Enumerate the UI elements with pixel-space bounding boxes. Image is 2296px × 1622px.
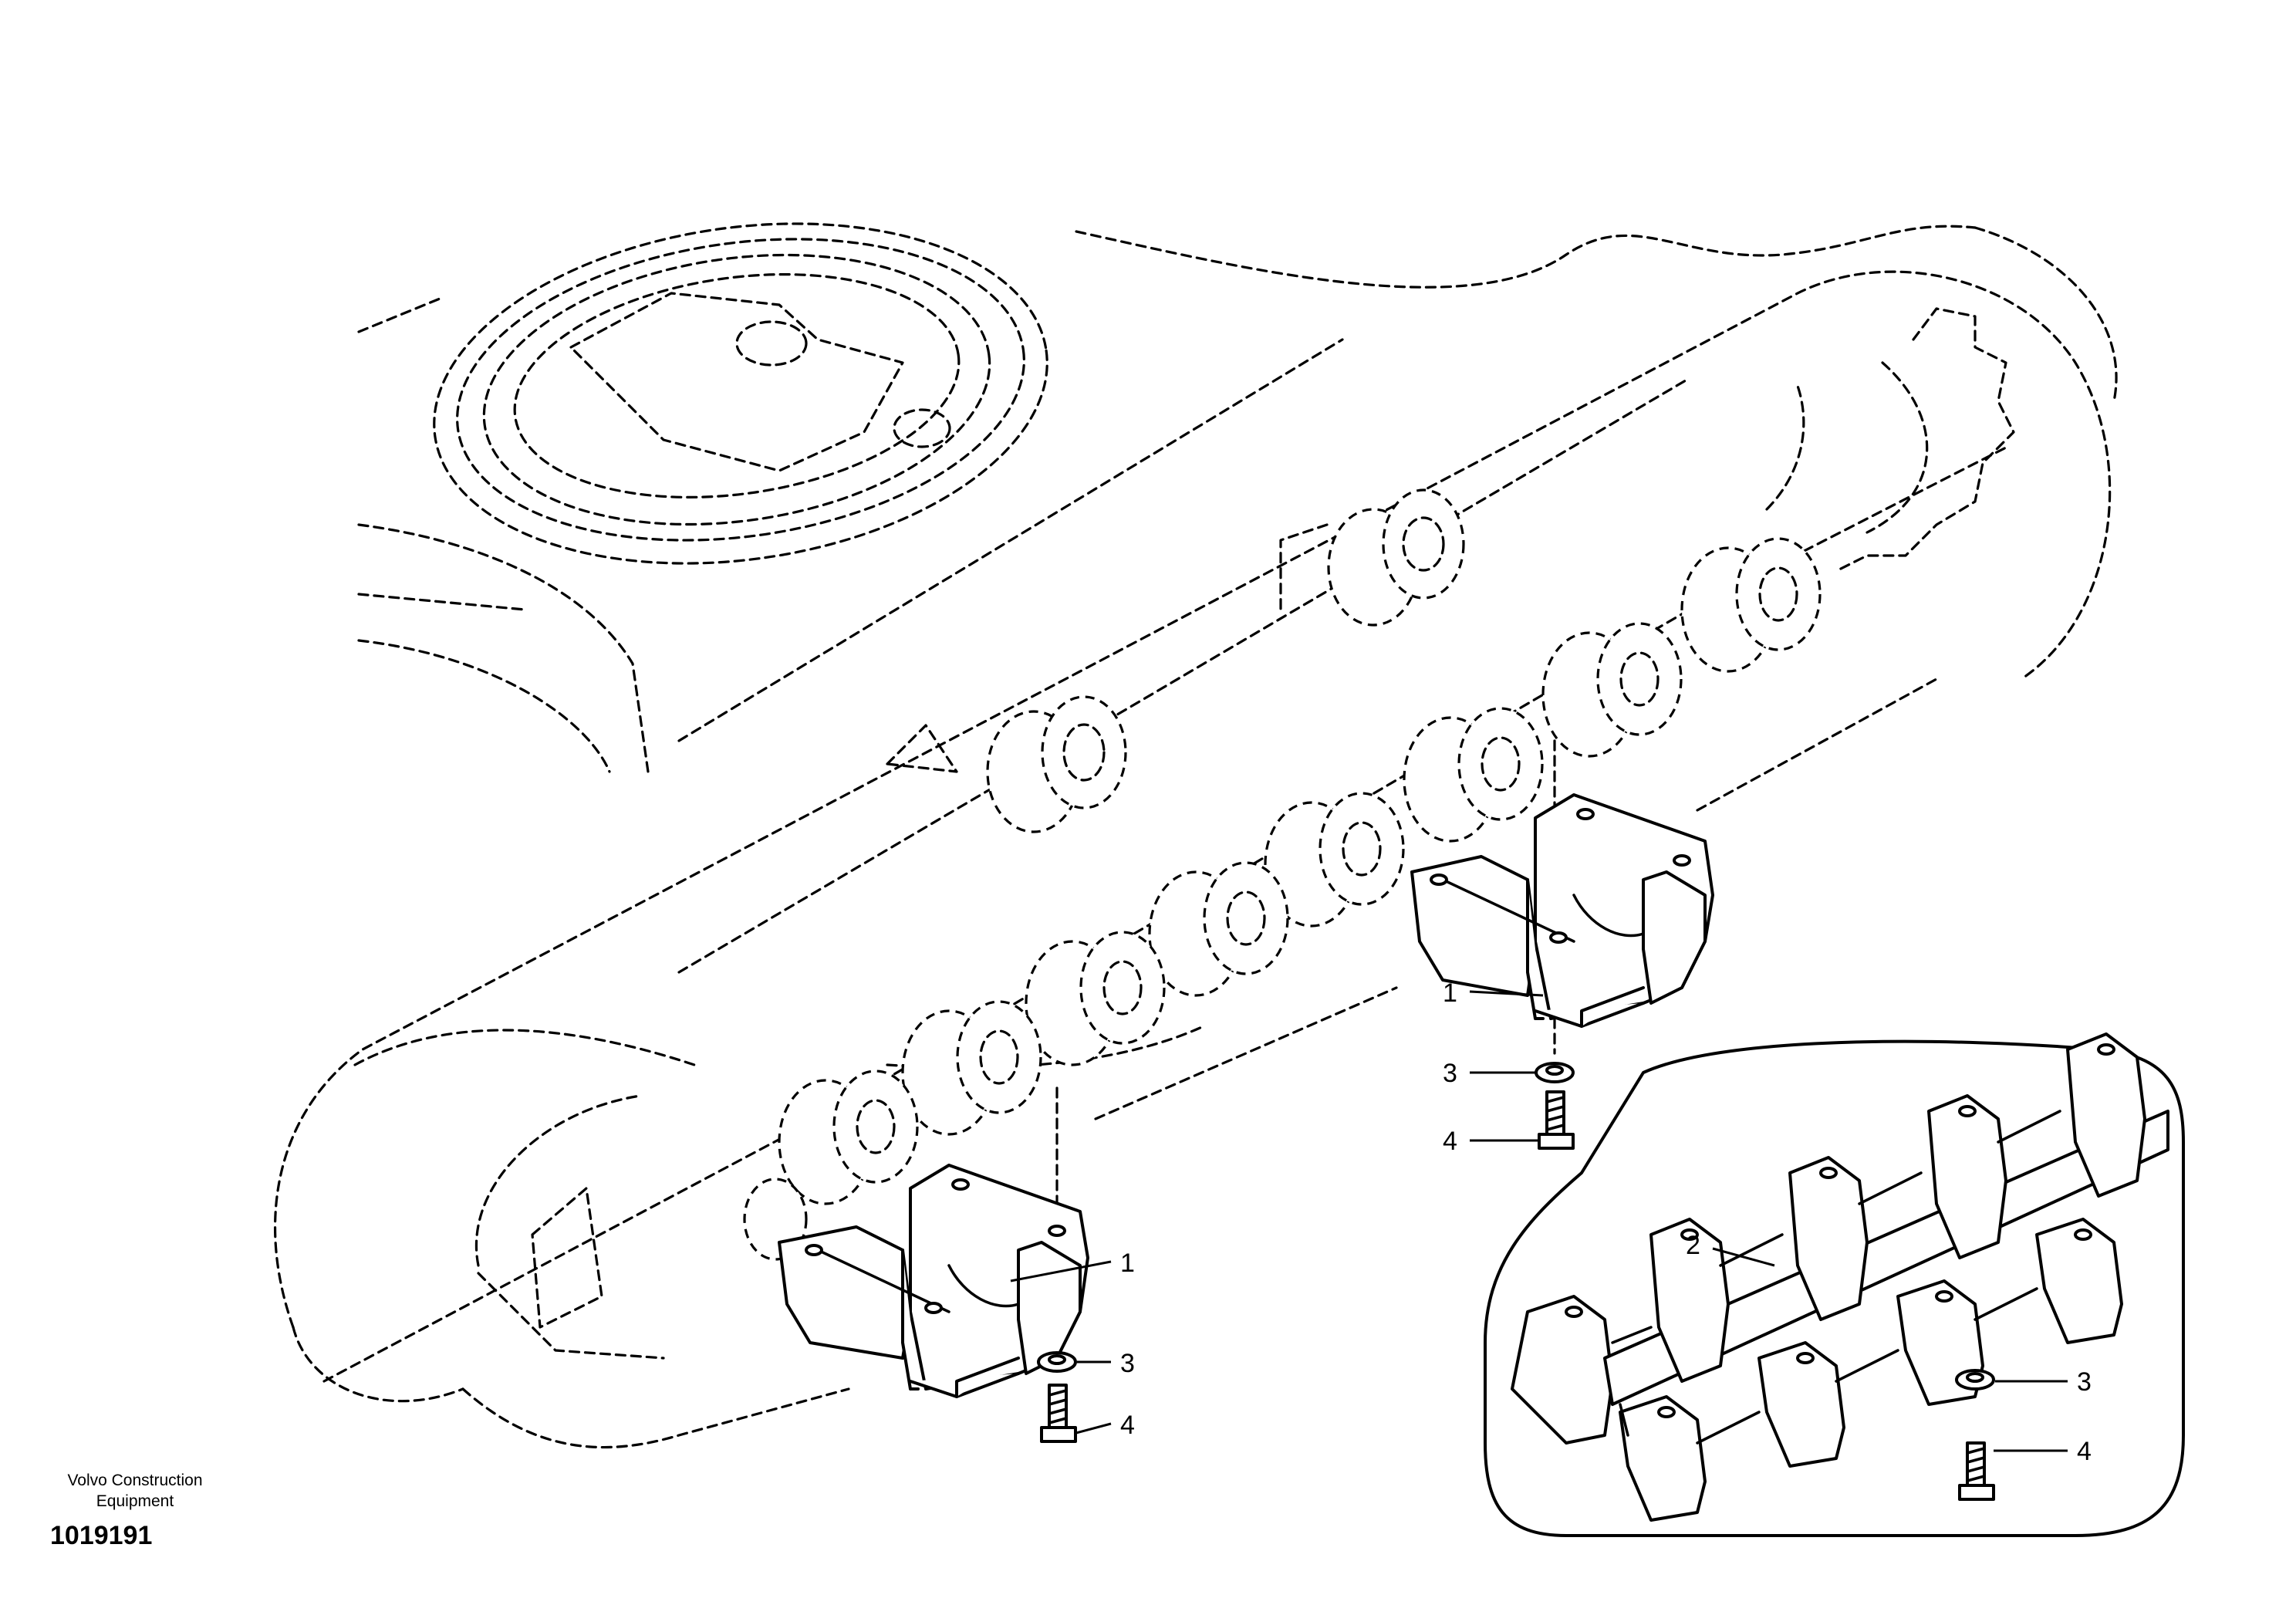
left-bolt	[1040, 1384, 1077, 1443]
leader-lines	[1010, 990, 2068, 1452]
callout-inset-washer: 3	[2077, 1367, 2092, 1397]
callout-inset-bolt: 4	[2077, 1437, 2092, 1466]
track-rollers	[743, 537, 1822, 1261]
callout-labels: 1 3 4 1 3 4 2 3 4	[1120, 978, 2092, 1466]
drawing-number: 1019191	[50, 1521, 153, 1550]
left-washer	[1037, 1351, 1077, 1373]
callout-inset-guard: 2	[1686, 1231, 1700, 1260]
carrier-roller-1	[1327, 488, 1465, 627]
callout-left-shield: 1	[1120, 1249, 1135, 1278]
manufacturer-label: Volvo Construction Equipment	[67, 1472, 203, 1510]
inset-bolt	[1958, 1441, 1995, 1501]
callout-left-bolt: 4	[1120, 1411, 1135, 1440]
undercarriage-phantom	[274, 222, 2118, 1449]
right-washer	[1535, 1062, 1575, 1083]
inset-washer	[1955, 1369, 1995, 1391]
right-bolt	[1538, 1090, 1575, 1150]
drawing-footer: Volvo Construction Equipment 1019191	[42, 1470, 228, 1551]
carrier-roller-2	[986, 695, 1127, 833]
right-roller-shield	[1410, 793, 1714, 1028]
callout-left-washer: 3	[1120, 1349, 1135, 1378]
callout-right-shield: 1	[1443, 978, 1457, 1008]
left-roller-shield	[778, 1164, 1089, 1398]
callout-right-bolt: 4	[1443, 1127, 1457, 1156]
callout-right-washer: 3	[1443, 1059, 1457, 1088]
